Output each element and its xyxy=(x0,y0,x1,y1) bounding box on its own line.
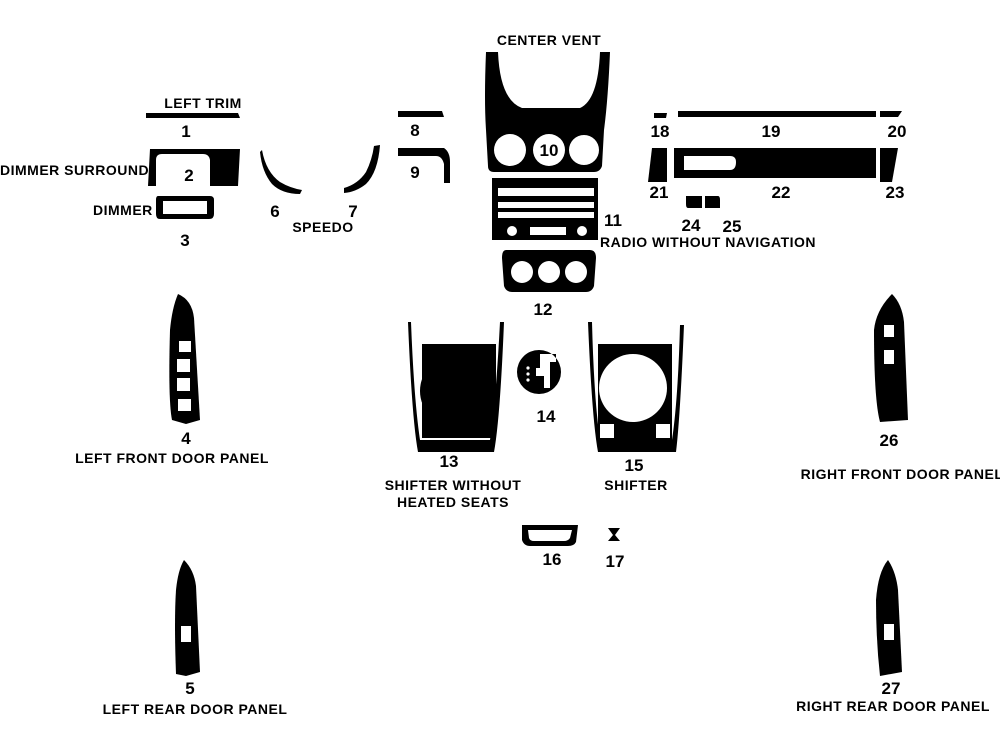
part-number-1: 1 xyxy=(181,122,191,141)
piece-9-trim xyxy=(398,148,450,183)
part-number-13: 13 xyxy=(439,452,459,471)
label-right-rear-door-panel: RIGHT REAR DOOR PANEL xyxy=(796,698,990,714)
part-number-23: 23 xyxy=(885,183,905,202)
piece-5-switch xyxy=(181,626,191,642)
label-shifter: SHIFTER xyxy=(604,477,668,493)
label-radio-without-navigation: RADIO WITHOUT NAVIGATION xyxy=(600,234,817,250)
part-number-6: 6 xyxy=(270,202,280,221)
piece-13-inner xyxy=(420,344,496,438)
piece-20-trim xyxy=(880,111,902,117)
label-dimmer-surround: DIMMER SURROUND xyxy=(0,162,150,178)
label-left-trim: LEFT TRIM xyxy=(164,95,242,111)
part-number-24: 24 xyxy=(681,216,701,235)
piece-15-shifter xyxy=(588,322,684,452)
part-number-21: 21 xyxy=(649,183,669,202)
label-shifter-without-heated-seats-1: SHIFTER WITHOUT xyxy=(384,477,522,493)
piece-25-trim xyxy=(705,196,720,208)
part-number-20: 20 xyxy=(887,122,907,141)
piece-5-left-rear-door-panel xyxy=(175,560,200,676)
label-center-vent: CENTER VENT xyxy=(496,32,602,48)
part-number-10: 10 xyxy=(539,141,559,160)
part-number-7: 7 xyxy=(348,202,358,221)
piece-2-dimmer-surround xyxy=(148,149,240,186)
piece-27-right-rear-door-panel xyxy=(876,560,902,676)
piece-12-climate xyxy=(502,250,596,292)
piece-22-dash-panel xyxy=(674,148,876,178)
piece-4-switch-4 xyxy=(178,399,191,411)
part-number-9: 9 xyxy=(410,163,420,182)
part-number-8: 8 xyxy=(410,121,420,140)
piece-18-trim xyxy=(654,113,667,118)
piece-1-left-trim xyxy=(146,113,240,118)
label-right-front-door-panel: RIGHT FRONT DOOR PANEL xyxy=(800,466,1000,482)
part-number-19: 19 xyxy=(761,122,781,141)
piece-17-small-trim xyxy=(608,528,620,541)
part-number-14: 14 xyxy=(536,407,556,426)
piece-4-switch-1 xyxy=(179,341,191,352)
label-left-front-door-panel: LEFT FRONT DOOR PANEL xyxy=(75,450,269,466)
part-number-22: 22 xyxy=(771,183,791,202)
part-number-4: 4 xyxy=(181,429,191,448)
part-number-3: 3 xyxy=(180,231,190,250)
piece-4-switch-2 xyxy=(177,359,190,372)
label-left-rear-door-panel: LEFT REAR DOOR PANEL xyxy=(102,701,288,717)
part-number-26: 26 xyxy=(879,431,899,450)
part-number-12: 12 xyxy=(533,300,553,319)
piece-27-switch xyxy=(884,624,894,640)
piece-3-dimmer xyxy=(156,196,214,219)
piece-24-trim xyxy=(686,196,702,208)
part-number-15: 15 xyxy=(624,456,644,475)
part-number-11: 11 xyxy=(604,211,622,230)
piece-4-switch-3 xyxy=(177,378,190,391)
piece-15-inner xyxy=(598,344,672,446)
piece-6-speedo-left xyxy=(260,150,302,194)
part-number-2: 2 xyxy=(184,166,194,185)
piece-14-dot-2 xyxy=(526,372,530,376)
piece-14-dot-3 xyxy=(526,378,530,382)
part-number-5: 5 xyxy=(185,679,195,698)
part-number-25: 25 xyxy=(722,217,742,236)
label-dimmer: DIMMER xyxy=(93,202,153,218)
piece-21-trim xyxy=(648,148,667,182)
piece-26-switch-1 xyxy=(884,325,894,337)
piece-7-speedo-right xyxy=(344,145,380,193)
piece-14-shift-gate xyxy=(517,350,561,394)
piece-26-switch-2 xyxy=(884,350,894,364)
part-number-16: 16 xyxy=(542,550,562,569)
label-shifter-without-heated-seats-2: HEATED SEATS xyxy=(396,494,510,510)
label-speedo: SPEEDO xyxy=(292,219,354,235)
piece-19-trim xyxy=(678,111,876,117)
part-number-18: 18 xyxy=(650,122,670,141)
piece-16-trim xyxy=(522,525,578,546)
piece-14-dot-1 xyxy=(526,366,530,370)
part-number-27: 27 xyxy=(881,679,901,698)
part-number-17: 17 xyxy=(605,552,625,571)
piece-11-radio xyxy=(492,178,598,240)
piece-8-trim xyxy=(398,111,444,117)
piece-23-trim xyxy=(880,148,898,182)
piece-10-center-vent xyxy=(485,52,610,172)
